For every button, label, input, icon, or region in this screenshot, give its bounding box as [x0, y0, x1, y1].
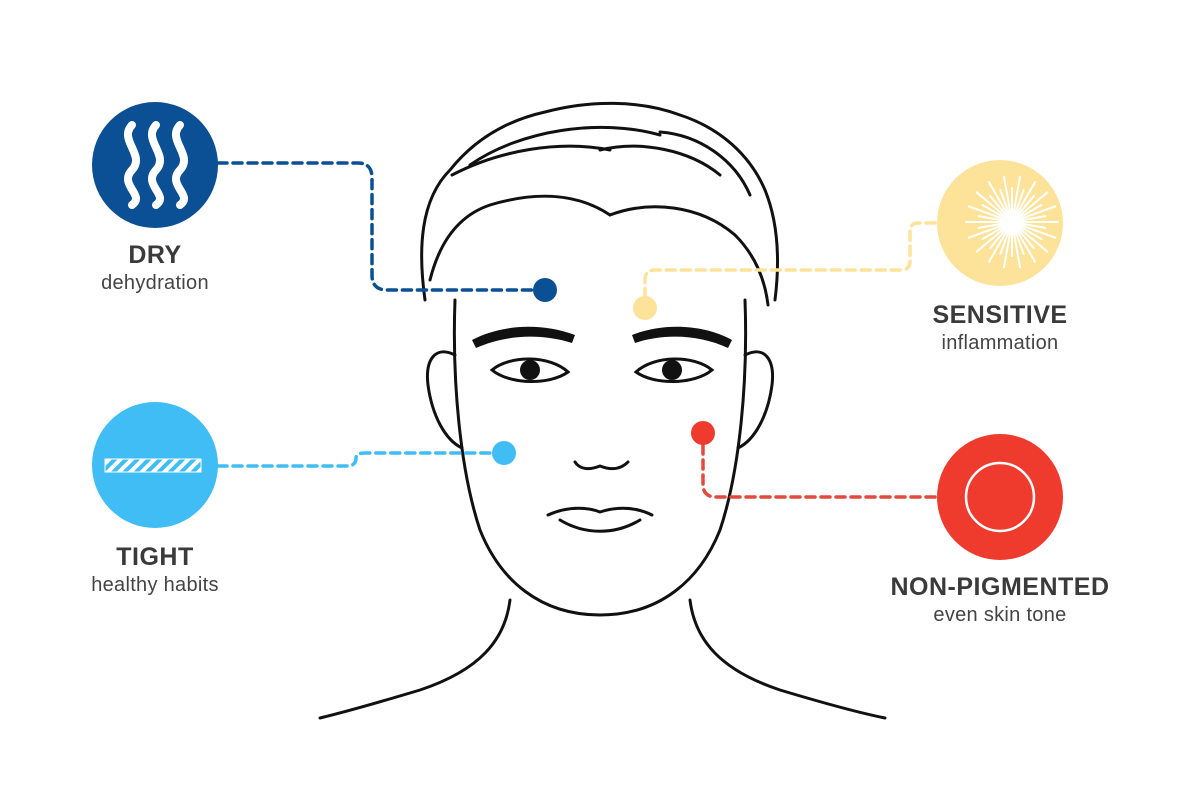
- hair-strand: [450, 144, 612, 177]
- face-outline: [452, 298, 748, 617]
- hatched-bar-icon: [104, 458, 202, 473]
- starburst-ray: [967, 223, 1006, 239]
- connector-tight: [216, 451, 506, 468]
- starburst-ray: [999, 228, 1011, 255]
- starburst-ray: [981, 204, 1007, 219]
- sensitive-icon-group: [937, 160, 1063, 286]
- starburst-ray: [1017, 204, 1043, 219]
- wavy-lines-icon: [124, 121, 188, 209]
- hair-strand: [428, 203, 492, 282]
- tight-icon-group: [92, 402, 218, 528]
- eyes: [489, 357, 715, 383]
- starburst-ray: [1017, 225, 1043, 240]
- label-tight-title: TIGHT: [116, 543, 194, 571]
- starburst-ray: [1018, 205, 1057, 221]
- starburst-ray: [977, 215, 1006, 222]
- left-ear: [425, 350, 464, 450]
- starburst-ray: [1016, 227, 1035, 250]
- left-iris: [520, 360, 540, 380]
- starburst-ray: [1015, 181, 1036, 217]
- dry-icon-group: [92, 102, 218, 228]
- marker-dot-dry: [533, 278, 557, 302]
- starburst-ray: [1012, 228, 1021, 269]
- starburst-ray: [1018, 215, 1047, 222]
- neck-left: [318, 598, 512, 720]
- ring-icon: [964, 461, 1036, 533]
- label-sensitive-title: SENSITIVE: [932, 301, 1068, 329]
- starburst-ray: [1015, 227, 1036, 263]
- nose: [573, 460, 630, 471]
- hair-outline: [420, 101, 779, 302]
- starburst-ray: [999, 189, 1011, 216]
- starburst-ray: [1017, 226, 1049, 253]
- starburst-core: [1003, 213, 1021, 231]
- label-nonpigmented-subtitle: even skin tone: [933, 604, 1067, 626]
- label-dry-subtitle: dehydration: [101, 272, 209, 294]
- starburst-ray: [989, 227, 1008, 250]
- starburst-icon: [965, 175, 1059, 269]
- starburst-ray: [967, 205, 1006, 221]
- starburst-ray: [1012, 175, 1021, 216]
- connector-nonpigmented: [701, 431, 937, 499]
- starburst-ray: [1017, 191, 1049, 218]
- hair-strand: [468, 125, 662, 167]
- left-eyebrow: [472, 326, 575, 348]
- starburst-ray: [1013, 228, 1025, 255]
- face-illustration: [318, 101, 887, 720]
- starburst-ray: [1013, 189, 1025, 216]
- starburst-ray: [1003, 175, 1012, 216]
- right-ear: [736, 350, 775, 450]
- right-eyebrow: [632, 326, 732, 348]
- connector-sensitive: [643, 221, 937, 309]
- starburst-ray: [988, 227, 1009, 263]
- marker-dot-sensitive: [633, 296, 657, 320]
- label-nonpigmented-title: NON-PIGMENTED: [890, 573, 1110, 601]
- starburst-ray: [1003, 228, 1012, 269]
- label-tight: TIGHT healthy habits: [25, 542, 285, 598]
- eyebrows: [472, 326, 732, 348]
- starburst-ray: [989, 194, 1008, 217]
- right-eye: [633, 357, 715, 383]
- label-nonpigmented: NON-PIGMENTED even skin tone: [860, 572, 1140, 628]
- starburst-ray: [1018, 223, 1057, 239]
- label-tight-subtitle: healthy habits: [91, 574, 219, 596]
- starburst-ray: [988, 181, 1009, 217]
- nonpigmented-icon-group: [937, 434, 1063, 560]
- label-sensitive-subtitle: inflammation: [941, 332, 1059, 354]
- hair-strand: [608, 205, 737, 237]
- neck-right: [688, 598, 887, 720]
- connector-dry: [216, 161, 547, 292]
- marker-dot-tight: [492, 441, 516, 465]
- hair-strand: [488, 194, 612, 217]
- label-sensitive: SENSITIVE inflammation: [870, 300, 1130, 356]
- starburst-ray: [975, 191, 1007, 218]
- right-iris: [662, 360, 682, 380]
- hair-strand: [658, 130, 752, 197]
- nonpigmented-icon-circle: [937, 434, 1063, 560]
- mouth-lower: [558, 518, 642, 533]
- starburst-ray: [977, 222, 1006, 229]
- starburst-ray: [981, 225, 1007, 240]
- starburst-ray: [975, 226, 1007, 253]
- mouth-upper: [546, 506, 654, 517]
- starburst-ray: [1016, 194, 1035, 217]
- hair-strand: [598, 144, 722, 177]
- left-eye: [489, 357, 571, 383]
- label-dry-title: DRY: [128, 241, 182, 269]
- hair-strand: [733, 233, 770, 307]
- starburst-ray: [1018, 222, 1047, 229]
- label-dry: DRY dehydration: [25, 240, 285, 296]
- marker-dot-nonpigmented: [691, 421, 715, 445]
